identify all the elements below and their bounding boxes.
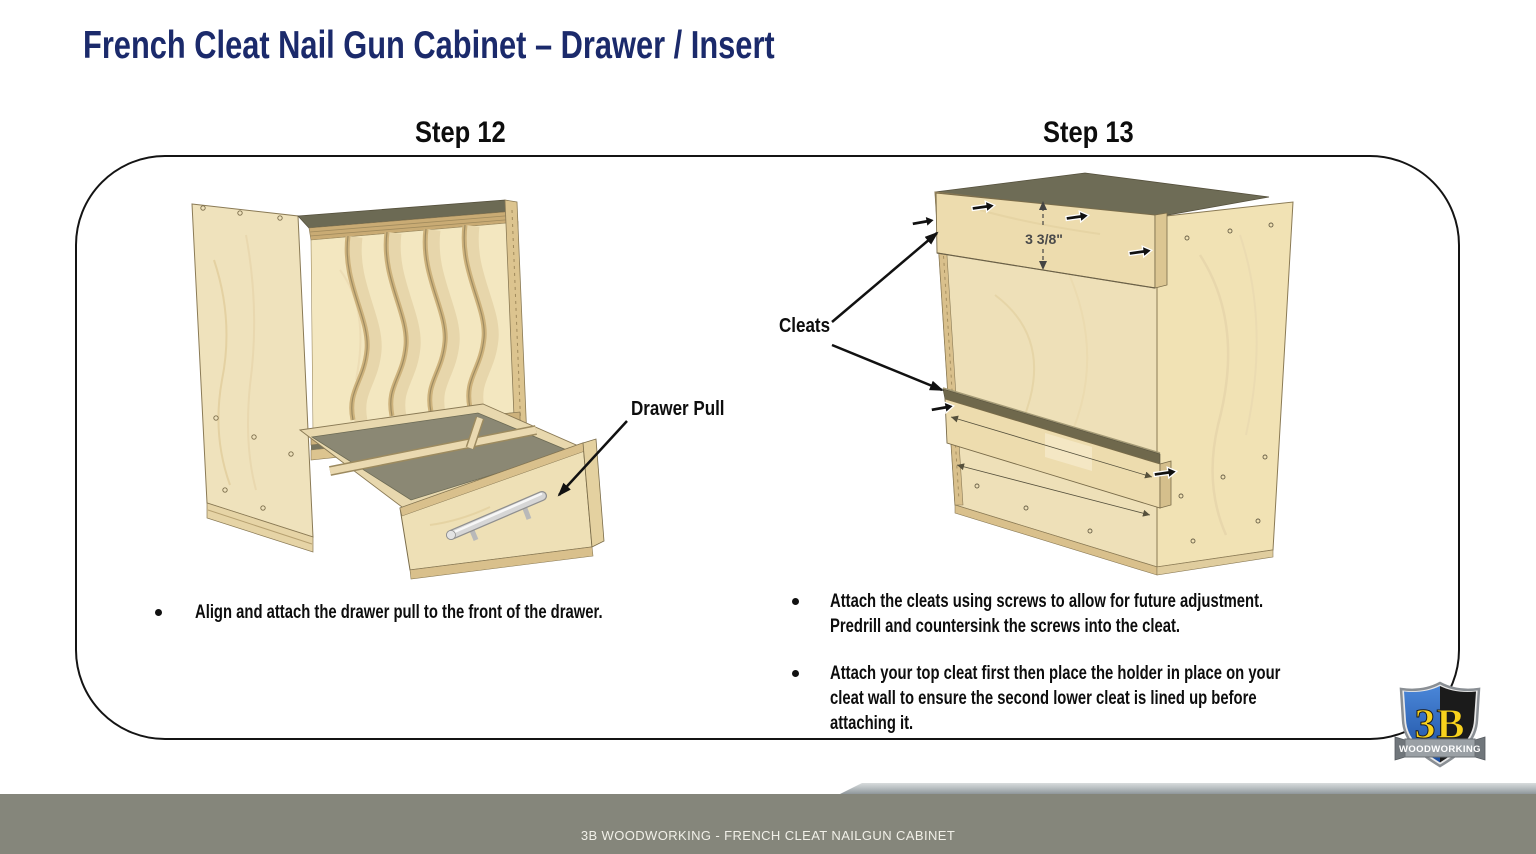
side-panel-screws [200,205,294,511]
dimension-annotation: 3 3/8" [1025,201,1063,270]
screw-arrows [911,200,1179,480]
bullet-dot [155,609,162,616]
footer-bar: 3B WOODWORKING - FRENCH CLEAT NAILGUN CA… [0,794,1536,854]
screws [974,222,1274,544]
drawer-divider [329,426,537,475]
bullet-item: Attach your top cleat first then place t… [792,661,1452,736]
step13-heading-text: Step 13 [1042,116,1134,149]
bullet-item: Align and attach the drawer pull to the … [155,600,775,625]
bullet-text: Attach your top cleat first then place t… [830,663,1285,734]
logo-shield-icon: 3B WOODWORKING [1394,681,1486,768]
step13-bullets: Attach the cleats using screws to allow … [792,589,1452,758]
bullet-text: Align and attach the drawer pull to the … [195,602,603,623]
step13-illustration: 3 3/8" [831,172,1294,576]
bullet-item: Attach the cleats using screws to allow … [792,589,1452,639]
bullet-dot [792,670,799,677]
logo-banner-text: WOODWORKING [1399,744,1481,755]
step12-heading-text: Step 12 [414,116,506,149]
footer-accent-band [840,783,1536,794]
footer-text: 3B WOODWORKING - FRENCH CLEAT NAILGUN CA… [580,828,956,843]
step12-bullets: Align and attach the drawer pull to the … [155,600,775,647]
drawer-pull-label: Drawer Pull [631,398,725,420]
logo: 3B WOODWORKING [1394,681,1486,768]
drawer [298,403,605,580]
step12-illustration [191,199,628,580]
page-title: French Cleat Nail Gun Cabinet – Drawer /… [83,24,775,67]
cabinet-back-view: 3 3/8" [911,172,1294,576]
drawer-pull-arrow [557,420,628,497]
drawer-pull-handle [446,491,547,541]
cleats-arrows [831,231,944,392]
lower-cleat [942,387,1172,517]
dimension-label: 3 3/8" [1025,231,1063,247]
bullet-text: Attach the cleats using screws to allow … [830,591,1272,637]
step13-heading: Step 13 [963,116,1213,150]
step12-heading: Step 12 [335,116,585,150]
content-frame [75,155,1460,740]
bullet-dot [792,598,799,605]
cleats-label: Cleats [779,315,831,337]
